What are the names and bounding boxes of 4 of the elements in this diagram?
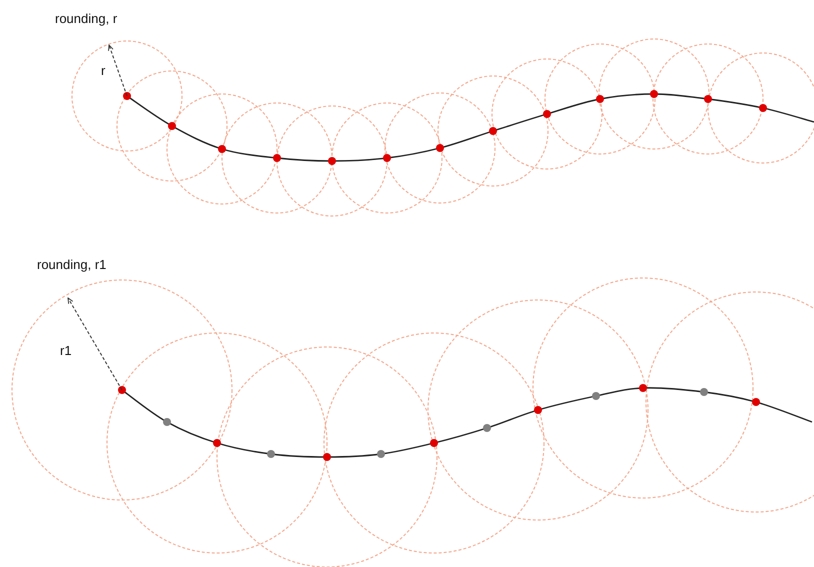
radius-label: r [101,64,106,77]
radius-label: r1 [60,344,72,357]
panel-heading: rounding, r1 [37,258,106,271]
panel-heading: rounding, r [55,12,118,25]
